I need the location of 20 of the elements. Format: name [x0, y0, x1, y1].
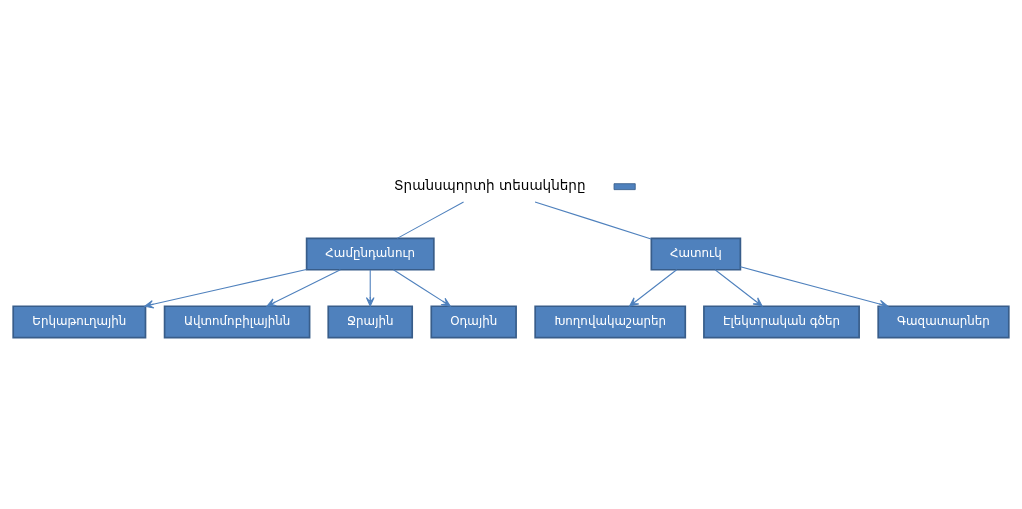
node-text: Տրանսպորտի տեսակները [394, 176, 586, 193]
connector [396, 201, 465, 239]
node-box: Հատուկ [650, 237, 742, 271]
arrow [365, 269, 375, 307]
node-box: Համընդանուր [305, 237, 435, 271]
arrow [629, 269, 678, 307]
node-box: Երկաթուղային [12, 305, 147, 339]
node-box: Էլեկտրական գծեր [703, 305, 860, 339]
node-box: Ավտոմոբիլայինն [163, 305, 311, 339]
arrow [144, 268, 307, 309]
node-box: Խողովակաշարեր [534, 305, 687, 339]
node-box: Գազատարներ [877, 305, 1010, 339]
connector [534, 201, 652, 240]
arrow [266, 269, 341, 307]
arrow [739, 266, 889, 309]
arrow [714, 269, 763, 307]
node-bar [613, 183, 636, 191]
node-box: Ջրային [327, 305, 414, 339]
node-box: Օդային [430, 305, 517, 339]
arrow [392, 269, 451, 307]
